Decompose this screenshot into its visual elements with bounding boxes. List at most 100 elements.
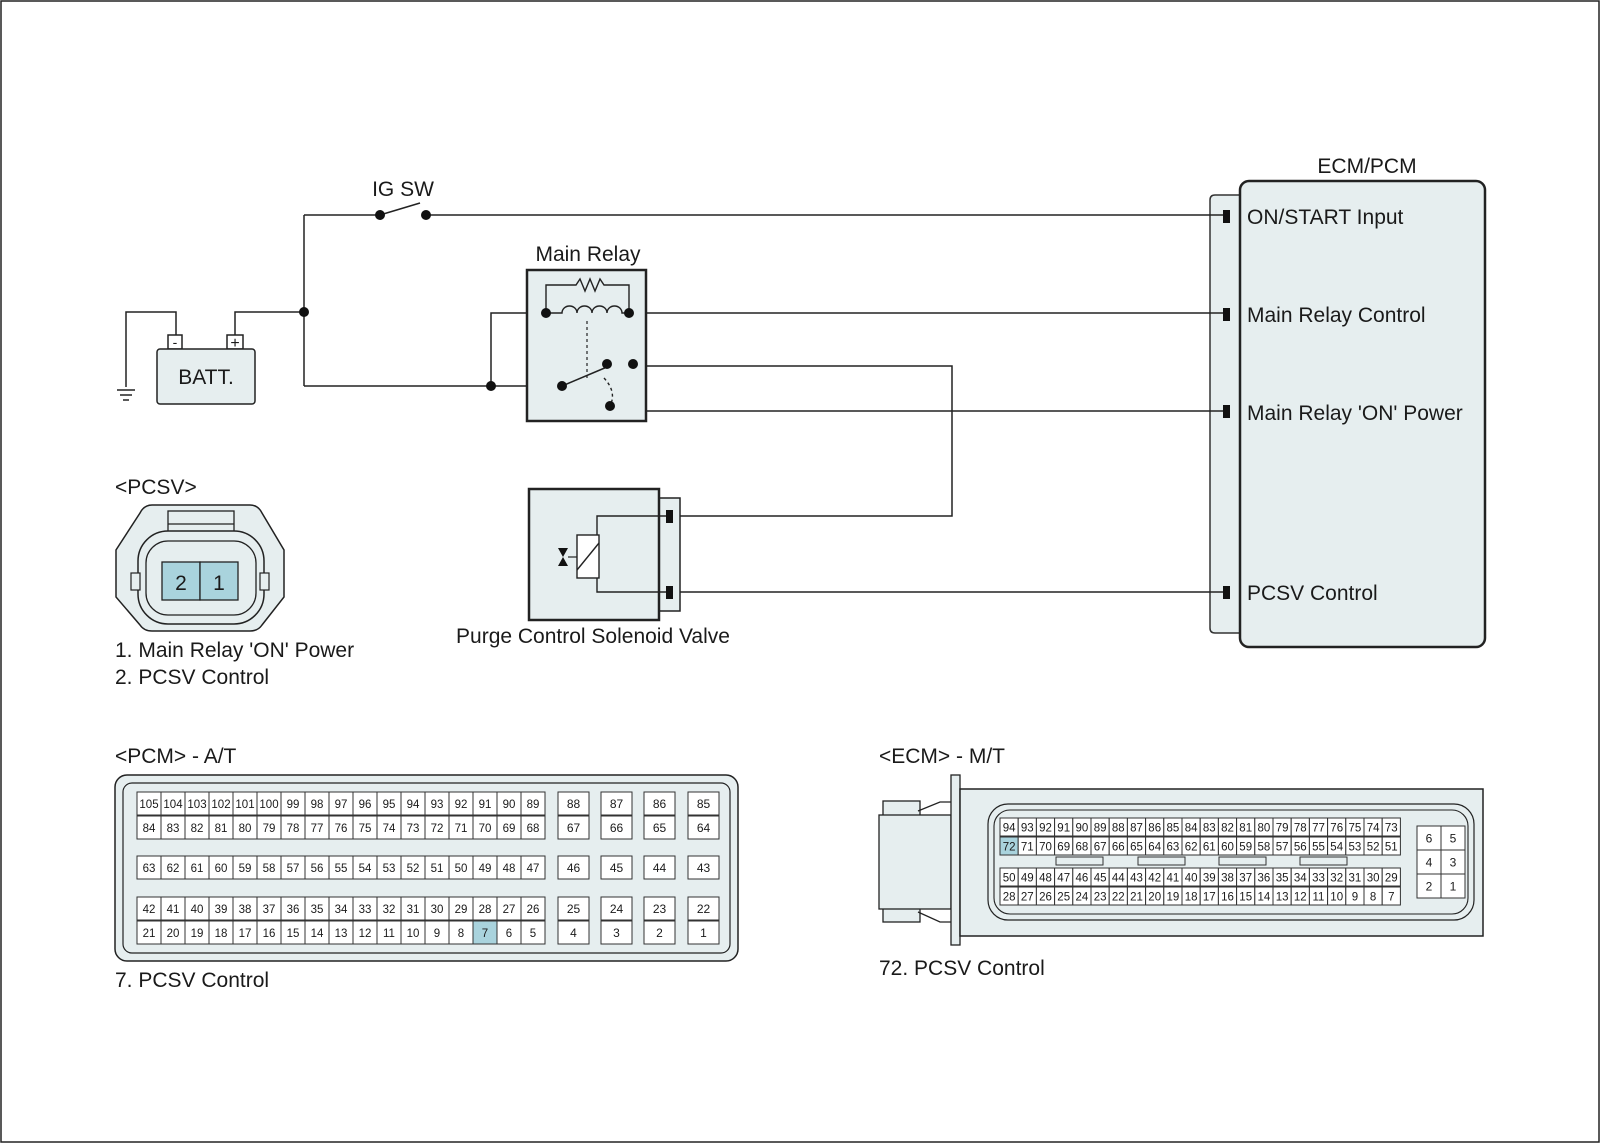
pin-15: 15 [1236,886,1256,906]
pin-87: 87 [1126,817,1147,837]
pin-label: 77 [311,823,324,835]
pin-label: 25 [567,902,581,916]
pin-50: 50 [999,867,1019,887]
pcsv-solenoid-valve: Purge Control Solenoid Valve [456,487,730,648]
pin-label: 18 [1185,892,1198,904]
ecm-terminal-on-start: ON/START Input [1247,206,1404,229]
pin-cell [557,815,590,840]
pin-label: 3 [1450,856,1457,870]
pin-30: 30 [1363,867,1383,887]
pin-label: 60 [1221,842,1234,854]
pin-label: 76 [1330,823,1343,835]
pin-43: 43 [687,855,720,880]
pin-label: 45 [1094,873,1107,885]
pin-94: 94 [400,791,426,816]
ecm-pcm-box [1238,179,1487,649]
pin-cell [1381,886,1401,906]
pin-label: 30 [1367,873,1380,885]
pin-92: 92 [448,791,474,816]
pin-cell [1381,836,1401,856]
pin-84: 84 [1181,817,1201,837]
pin-42: 42 [1145,867,1165,887]
pin-label: 17 [1203,892,1216,904]
pin-66: 66 [1108,836,1128,856]
pin-label: 71 [455,823,468,835]
pin-label: 2 [1426,880,1433,894]
pin-label: 33 [1312,873,1325,885]
pin-label: 78 [1294,823,1307,835]
pin-57: 57 [1272,836,1292,856]
pin-label: 21 [143,928,156,940]
pin-96: 96 [352,791,378,816]
pin-label: 37 [263,904,276,916]
pin-cell [557,896,590,921]
pin-77: 77 [304,815,330,840]
pin-56: 56 [304,855,330,880]
pin-label: 19 [1167,892,1180,904]
pcsv-internal-wire-2 [596,578,666,593]
pin-104: 104 [160,791,186,816]
pin-label: 35 [311,904,324,916]
pin-4: 4 [557,920,590,945]
pin-12: 12 [1290,886,1310,906]
pin-label: 41 [1167,873,1180,885]
pin-85: 85 [1163,817,1183,837]
pin-label: 7 [1388,892,1394,904]
pin-cell [1381,867,1401,887]
pin-label: 94 [1003,823,1016,835]
pin-27: 27 [1017,886,1037,906]
pin-label: 50 [455,863,468,875]
pin-label: 92 [455,799,468,811]
pin-label: 37 [1239,873,1252,885]
pin-55: 55 [1308,836,1329,856]
pin-10: 10 [400,920,426,945]
pin-label: 48 [503,863,516,875]
pin-label: 31 [407,904,420,916]
pin-cell [520,815,546,840]
pin-80: 80 [232,815,258,840]
pin-63: 63 [1163,836,1183,856]
pin-88: 88 [557,791,590,816]
pin-34: 34 [328,896,354,921]
pin-cell [520,791,546,816]
pin-65: 65 [643,815,676,840]
pcsv-internal-wire-1 [596,515,666,535]
relay-switch-no-contact [602,359,612,369]
pin-90: 90 [496,791,522,816]
pin-label: 53 [383,863,396,875]
pin-label: 100 [259,799,278,811]
pin-cell [600,896,633,921]
pin-4: 4 [1416,849,1442,875]
pin-label: 5 [530,928,536,940]
pin-label: 27 [503,904,516,916]
pin-label: 89 [1094,823,1107,835]
pin-cell [643,791,676,816]
pin-24: 24 [600,896,633,921]
pin-32: 32 [376,896,402,921]
pin-cell [600,791,633,816]
pin-72: 72 [999,836,1019,856]
pin-label: 36 [1258,873,1271,885]
pin-cell [1440,873,1466,899]
pin-82: 82 [184,815,210,840]
pin-label: 36 [287,904,300,916]
pin-label: 49 [479,863,492,875]
ecm-clip-arms [917,801,951,923]
pin-2: 2 [643,920,676,945]
pin-84: 84 [136,815,162,840]
pin-6: 6 [1416,825,1442,851]
ecm-key-bar-2 [1137,856,1186,866]
ecm-connector-flange [950,774,961,946]
pin-label: 51 [1385,842,1398,854]
pin-label: 85 [697,797,711,811]
pin-40: 40 [1181,867,1201,887]
pin-52: 52 [400,855,426,880]
pin-cell [1416,825,1442,851]
pin-58: 58 [1254,836,1274,856]
pin-label: 54 [1330,842,1343,854]
pin-label: 51 [431,863,444,875]
pin-47: 47 [1054,867,1074,887]
